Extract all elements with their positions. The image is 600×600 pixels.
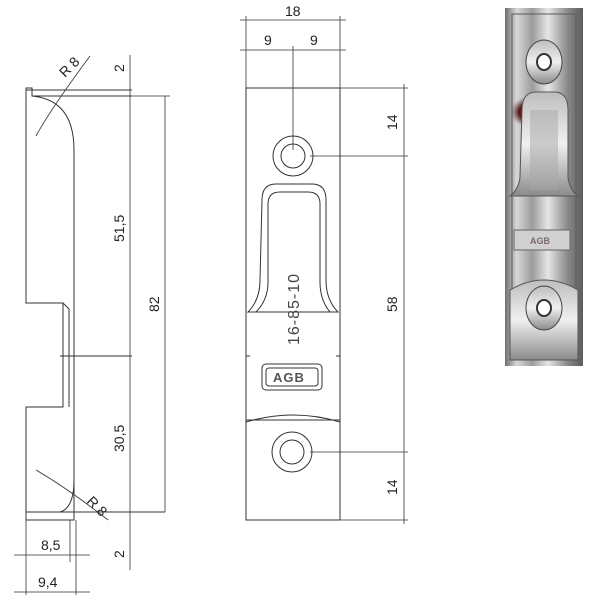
photo-logo: AGB [530, 236, 551, 246]
radius-bottom-leader [35, 469, 109, 521]
dim-upper-length: 51,5 [111, 215, 127, 242]
dim-total-length: 82 [146, 296, 162, 312]
side-view: R 8 R 8 2 51,5 82 30,5 2 8,5 9,4 [14, 53, 170, 595]
dim-depth-outer: 9,4 [38, 574, 58, 590]
dim-half-left: 9 [264, 32, 272, 48]
dim-half-right: 9 [310, 32, 318, 48]
photo-top-hole [536, 53, 552, 71]
dim-top-lip: 2 [111, 64, 127, 72]
latch-tongue-inner-left [255, 204, 269, 313]
dim-width: 18 [285, 3, 301, 19]
bottom-screw-hole-inner [279, 439, 305, 465]
part-number: 16-85-10 [286, 273, 303, 345]
top-screw-hole-inner [280, 143, 306, 169]
dim-hole-spacing: 58 [384, 296, 400, 312]
radius-top-label: R 8 [56, 53, 83, 80]
strike-plate-outline [245, 87, 341, 521]
agb-logo-frame-outer [261, 363, 323, 391]
bottom-screw-hole-outer [271, 431, 313, 473]
photo-bottom-hole [536, 299, 552, 317]
agb-logo: AGB [273, 370, 305, 385]
radius-top-leader [35, 55, 91, 137]
dim-hole-bottom: 14 [384, 479, 400, 495]
latch-tongue-outline [246, 183, 340, 313]
dim-hole-top: 14 [384, 114, 400, 130]
dim-lower-length: 30,5 [111, 425, 127, 452]
photo-tongue-face [530, 110, 558, 190]
agb-logo-frame-inner [265, 367, 319, 387]
radius-bottom-label: R 8 [84, 493, 111, 520]
dim-depth-inner: 8,5 [41, 537, 61, 553]
product-photo: AGB [505, 8, 583, 366]
plate-lower-curve [245, 414, 341, 423]
dim-bottom-lip: 2 [111, 550, 127, 558]
latch-tongue-inner [267, 191, 331, 313]
photo-logo-plate [513, 229, 571, 251]
front-view: 18 9 9 16-85-10 AGB 14 58 14 [240, 3, 408, 524]
side-profile-outline [25, 87, 75, 521]
